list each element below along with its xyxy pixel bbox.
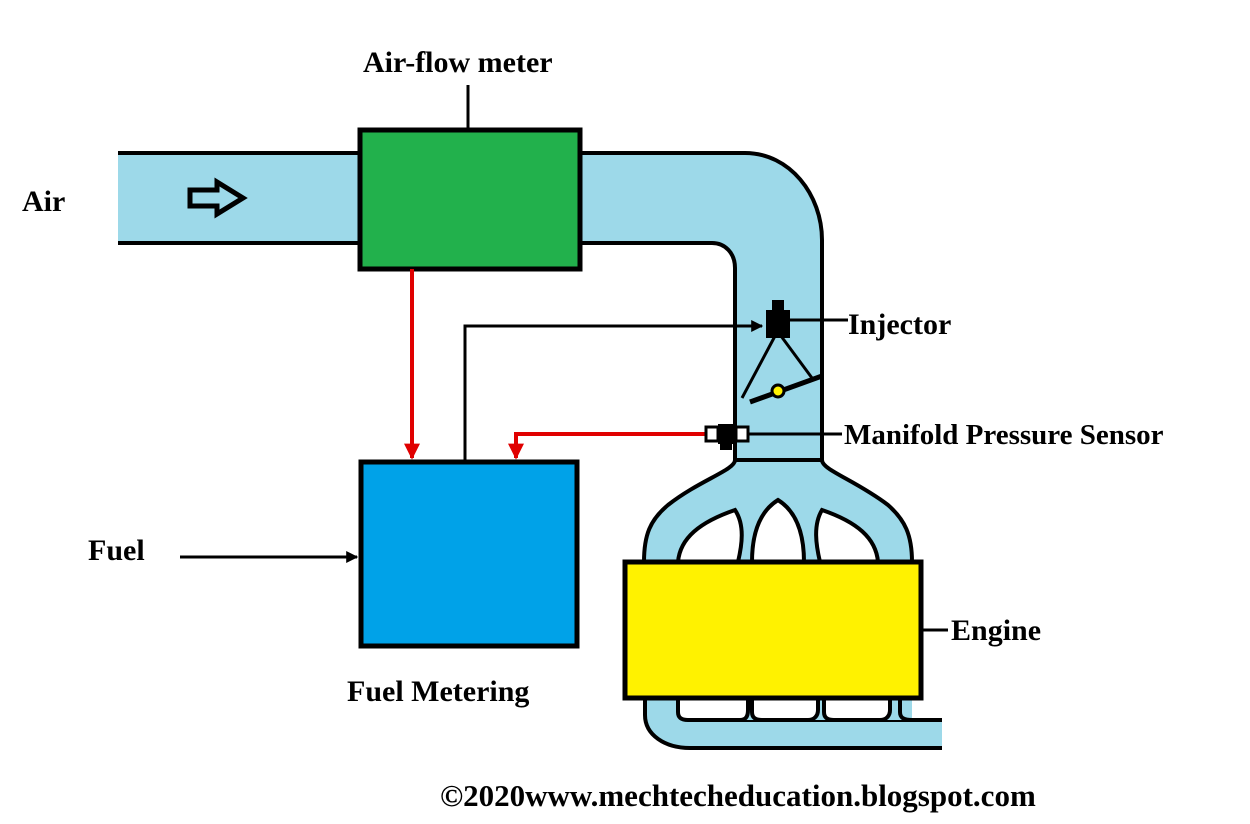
air-label: Air: [22, 185, 65, 218]
manifold-pressure-sensor-icon: [704, 424, 842, 450]
air-direction-arrow-icon: [187, 177, 248, 219]
injector-label: Injector: [848, 308, 951, 341]
pressure-signal-line: [508, 432, 706, 460]
air-flow-meter-label: Air-flow meter: [363, 46, 553, 79]
throttle-pivot-icon: [770, 383, 786, 399]
throttle-valve-icon: [749, 373, 823, 405]
exhaust-pipe: [643, 695, 942, 750]
fuel-metering-box: [358, 459, 580, 649]
fuel-label: Fuel: [88, 534, 145, 567]
manifold-pressure-sensor-label: Manifold Pressure Sensor: [844, 419, 1164, 451]
injector-icon: [740, 300, 848, 399]
engine-label: Engine: [951, 614, 1041, 647]
intake-manifold-branches: [641, 458, 915, 564]
injector-control-line: [463, 320, 764, 462]
air-flow-meter-box: [357, 127, 583, 272]
intake-pipe: [118, 151, 824, 470]
copyright-footer: ©2020www.mechtecheducation.blogspot.com: [440, 778, 1036, 813]
engine-box: [622, 559, 924, 701]
fuel-metering-label: Fuel Metering: [347, 675, 529, 708]
